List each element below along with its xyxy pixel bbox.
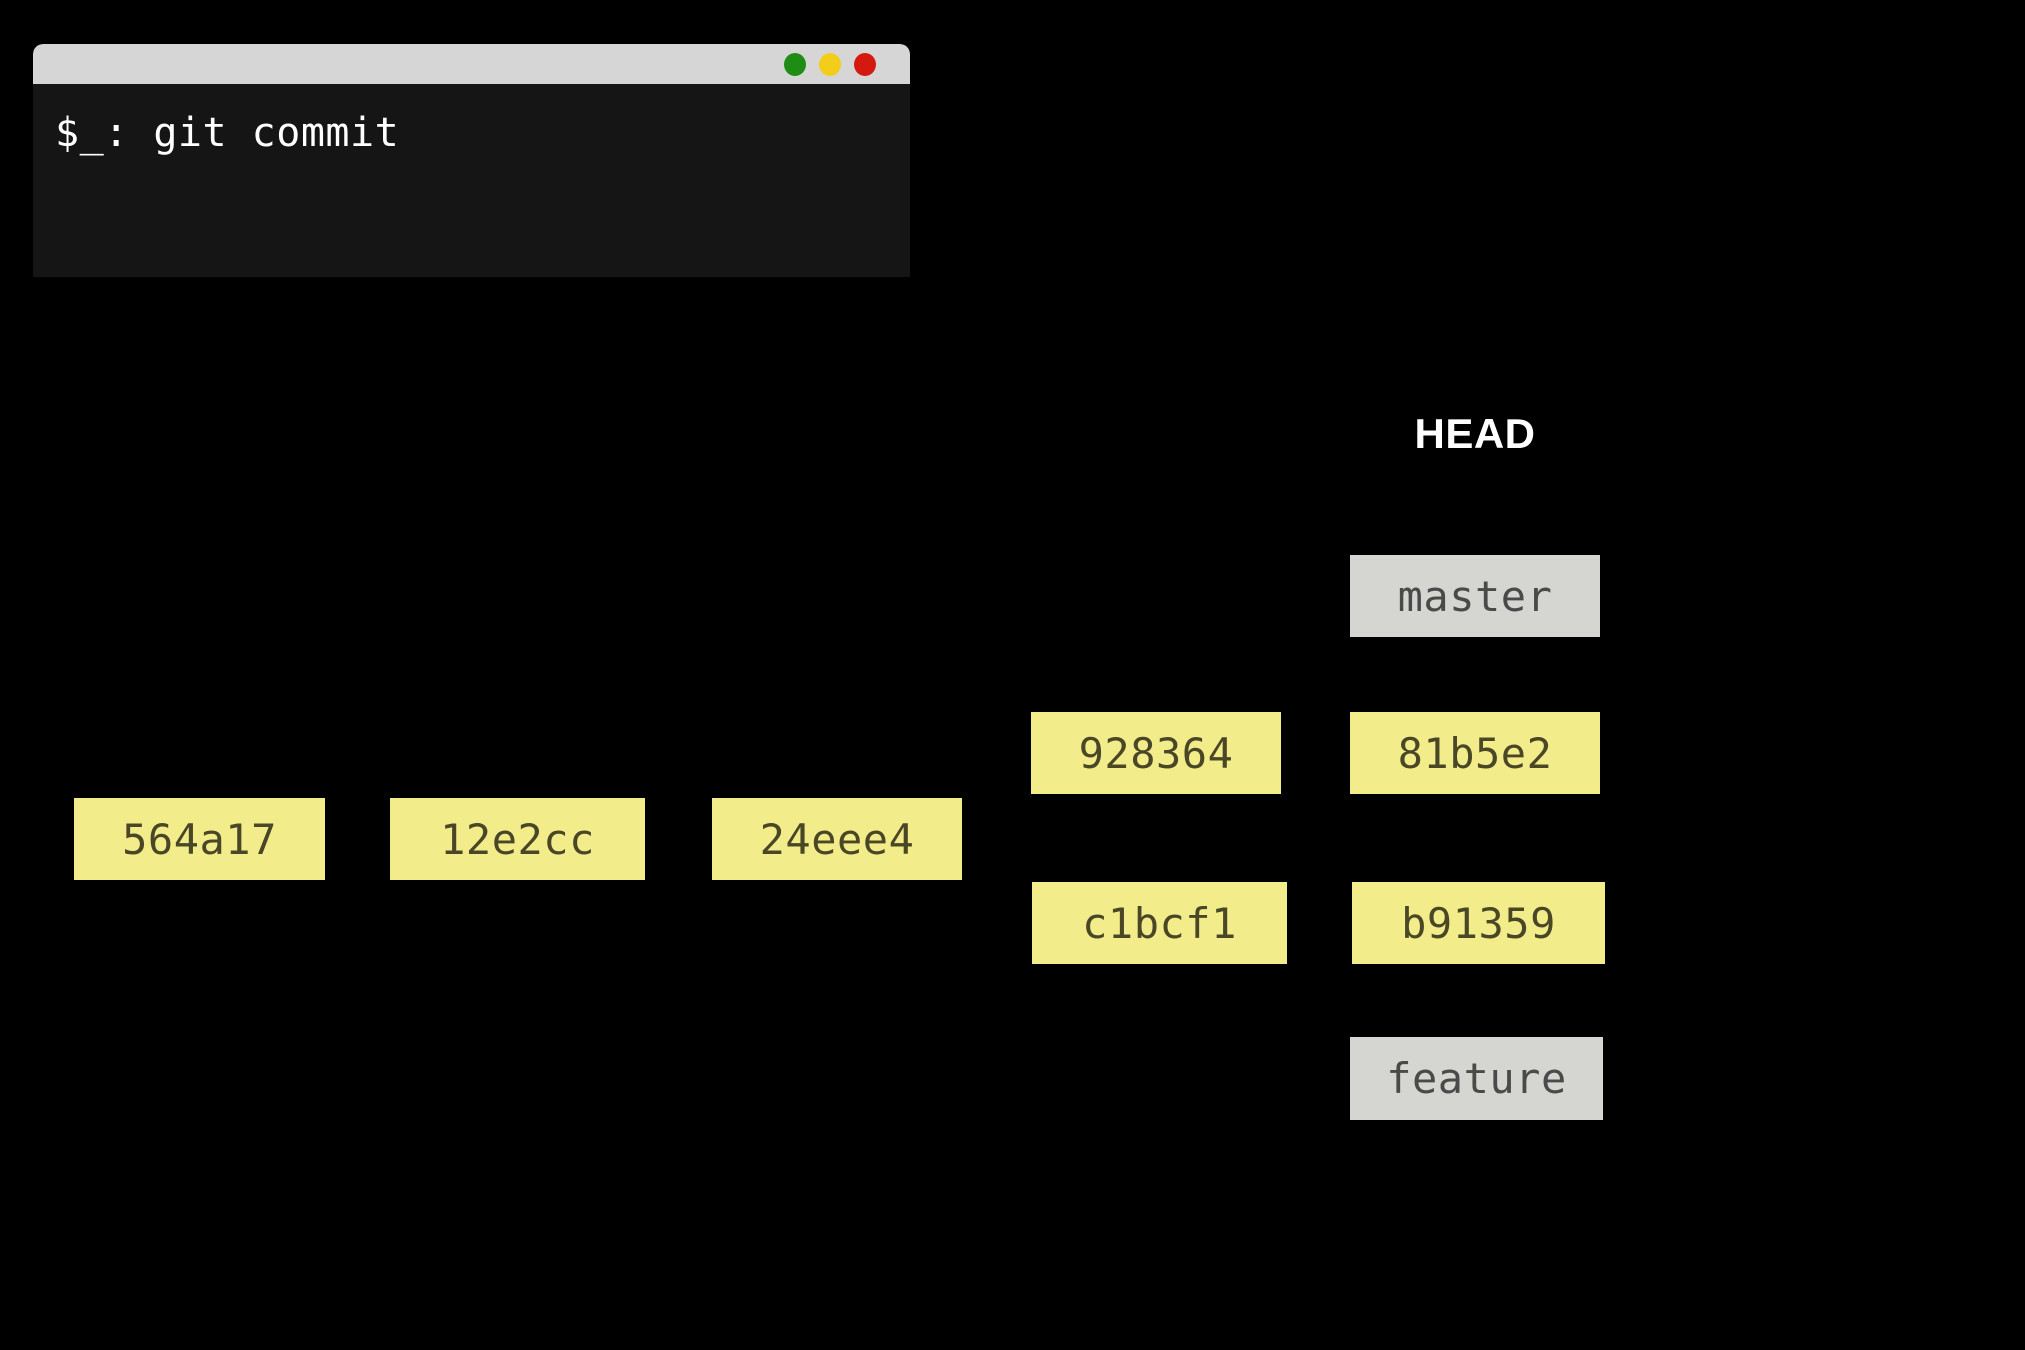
- terminal-titlebar[interactable]: [33, 44, 910, 84]
- commit-node-564a17[interactable]: 564a17: [74, 798, 325, 880]
- commit-node-label: 81b5e2: [1397, 728, 1553, 778]
- commit-node-label: c1bcf1: [1082, 898, 1237, 948]
- commit-node-label: 24eee4: [759, 814, 915, 864]
- commit-node-81b5e2[interactable]: 81b5e2: [1350, 712, 1600, 794]
- terminal-body[interactable]: $_: git commit: [33, 84, 910, 277]
- commit-node-24eee4[interactable]: 24eee4: [712, 798, 962, 880]
- branch-ref-master[interactable]: master: [1350, 555, 1600, 637]
- branch-ref-label: feature: [1386, 1054, 1567, 1103]
- branch-ref-label: master: [1397, 571, 1553, 621]
- commit-node-label: 564a17: [122, 814, 277, 864]
- commit-node-label: 928364: [1078, 728, 1234, 778]
- commit-node-b91359[interactable]: b91359: [1352, 882, 1605, 964]
- minimize-button-icon[interactable]: [784, 53, 806, 76]
- commit-node-12e2cc[interactable]: 12e2cc: [390, 798, 645, 880]
- window-controls: [784, 53, 876, 76]
- close-button-icon[interactable]: [854, 53, 876, 76]
- commit-node-label: b91359: [1401, 898, 1556, 948]
- commit-node-928364[interactable]: 928364: [1031, 712, 1281, 794]
- commit-node-c1bcf1[interactable]: c1bcf1: [1032, 882, 1287, 964]
- branch-ref-feature[interactable]: feature: [1350, 1037, 1603, 1120]
- terminal-prompt-line: $_: git commit: [55, 110, 400, 156]
- head-label: HEAD: [1414, 410, 1536, 457]
- maximize-button-icon[interactable]: [819, 53, 841, 76]
- terminal-window: $_: git commit: [33, 44, 910, 277]
- commit-node-label: 12e2cc: [440, 814, 595, 864]
